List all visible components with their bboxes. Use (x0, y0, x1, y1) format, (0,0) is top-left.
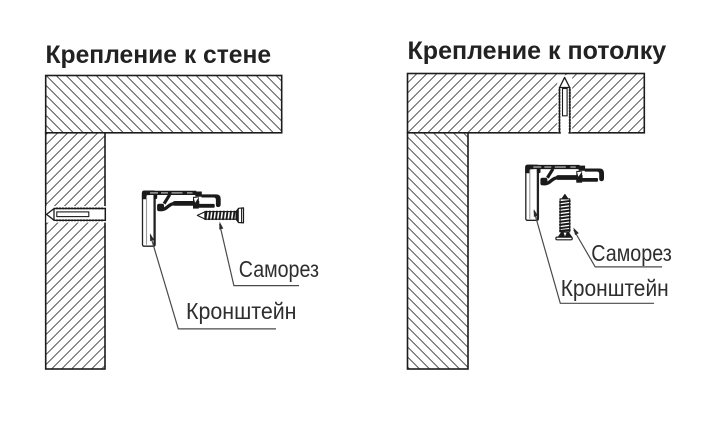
svg-text:Саморез: Саморез (239, 256, 319, 282)
svg-text:Саморез: Саморез (591, 240, 672, 266)
svg-text:Кронштейн: Кронштейн (186, 298, 297, 324)
svg-text:Крепление к потолку: Крепление к потолку (408, 37, 667, 65)
svg-text:Крепление к стене: Крепление к стене (46, 41, 272, 69)
svg-text:Кронштейн: Кронштейн (561, 275, 669, 301)
